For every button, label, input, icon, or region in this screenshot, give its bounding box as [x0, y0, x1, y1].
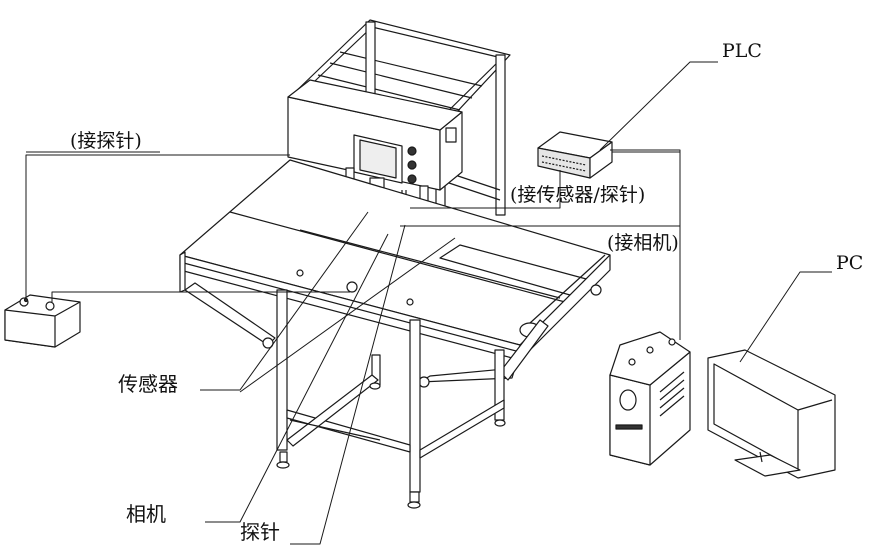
- pc-monitor: [707, 349, 836, 479]
- junction-box: [4, 294, 81, 348]
- camera-connection-label: (接相机): [607, 232, 679, 254]
- probe-label: 探针: [240, 520, 280, 544]
- plc-label: PLC: [722, 40, 762, 62]
- pc-tower: [609, 331, 691, 466]
- base-frame: [276, 289, 506, 509]
- plc-unit: [537, 131, 613, 179]
- probe-connection-label: (接探针): [70, 130, 142, 152]
- camera-label: 相机: [126, 502, 166, 526]
- braces: [184, 282, 549, 388]
- pc-label: PC: [836, 252, 864, 274]
- wiring: [25, 149, 681, 340]
- leader-lines: [26, 61, 832, 545]
- sensor-label: 传感器: [118, 372, 178, 396]
- sensor-probe-connection-label: (接传感器/探针): [510, 184, 646, 206]
